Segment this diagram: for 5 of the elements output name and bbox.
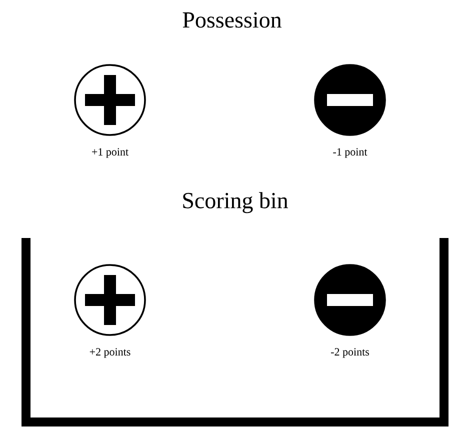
point-label: +1 point <box>92 148 128 158</box>
title: Possession <box>182 12 282 28</box>
point-label: -1 point <box>333 148 368 158</box>
point-label: -2 points <box>331 348 369 358</box>
point-label: +2 points <box>90 348 130 358</box>
